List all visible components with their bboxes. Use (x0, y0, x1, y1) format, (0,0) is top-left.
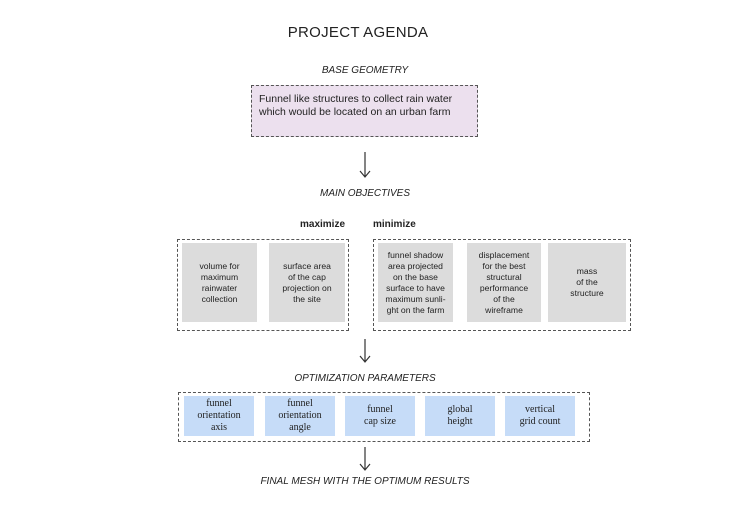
page-title: PROJECT AGENDA (287, 24, 429, 41)
optimization-parameters-heading: OPTIMIZATION PARAMETERS (294, 373, 436, 384)
base-geometry-box: Funnel like structures to collect rain w… (251, 85, 478, 137)
objective-box: displacement for the best structural per… (467, 243, 541, 322)
parameter-box: funnel cap size (345, 396, 415, 436)
main-objectives-heading: MAIN OBJECTIVES (319, 188, 410, 199)
parameter-box: funnel orientation angle (265, 396, 335, 436)
objective-box: surface area of the cap projection on th… (269, 243, 345, 322)
objective-box: mass of the structure (548, 243, 626, 322)
objective-box: funnel shadow area projected on the base… (378, 243, 453, 322)
minimize-label: minimize (373, 219, 416, 230)
final-mesh-heading: FINAL MESH WITH THE OPTIMUM RESULTS (260, 476, 470, 487)
parameters-group (178, 392, 590, 442)
objective-box: volume for maximum rainwater collection (182, 243, 257, 322)
arrow-down-icon (359, 339, 371, 363)
parameter-box: vertical grid count (505, 396, 575, 436)
parameter-box: global height (425, 396, 495, 436)
arrow-down-icon (359, 152, 371, 178)
maximize-group (177, 239, 349, 331)
arrow-down-icon (359, 447, 371, 471)
parameter-box: funnel orientation axis (184, 396, 254, 436)
base-geometry-heading: BASE GEOMETRY (321, 65, 409, 76)
minimize-group (373, 239, 631, 331)
maximize-label: maximize (300, 219, 346, 230)
